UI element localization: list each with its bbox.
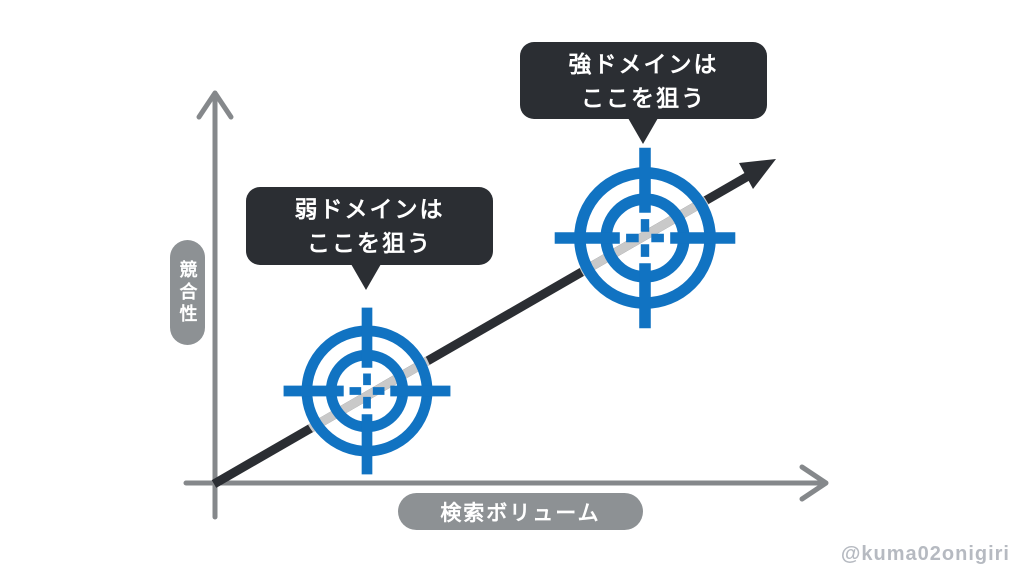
callout-strong-line1: 強ドメインは <box>568 50 719 77</box>
callout-tail-icon <box>351 264 381 290</box>
watermark-handle: @kuma02onigiri <box>840 543 1010 565</box>
x-axis-label: 検索ボリューム <box>398 493 643 530</box>
x-axis-arrowhead-icon <box>799 464 829 502</box>
trend-arrowhead-icon <box>739 159 776 189</box>
callout-tail-icon <box>628 118 658 144</box>
callout-weak-line1: 弱ドメインは <box>294 196 445 222</box>
callout-weak-line2: ここを狙う <box>307 230 432 256</box>
callout-weak-domain: 弱ドメインは ここを狙う <box>246 187 493 290</box>
y-axis-label: 競合性 <box>170 240 205 345</box>
callout-strong-domain: 強ドメインは ここを狙う <box>520 42 767 144</box>
callout-strong-line2: ここを狙う <box>581 84 706 111</box>
y-axis-arrowhead-icon <box>196 90 234 120</box>
